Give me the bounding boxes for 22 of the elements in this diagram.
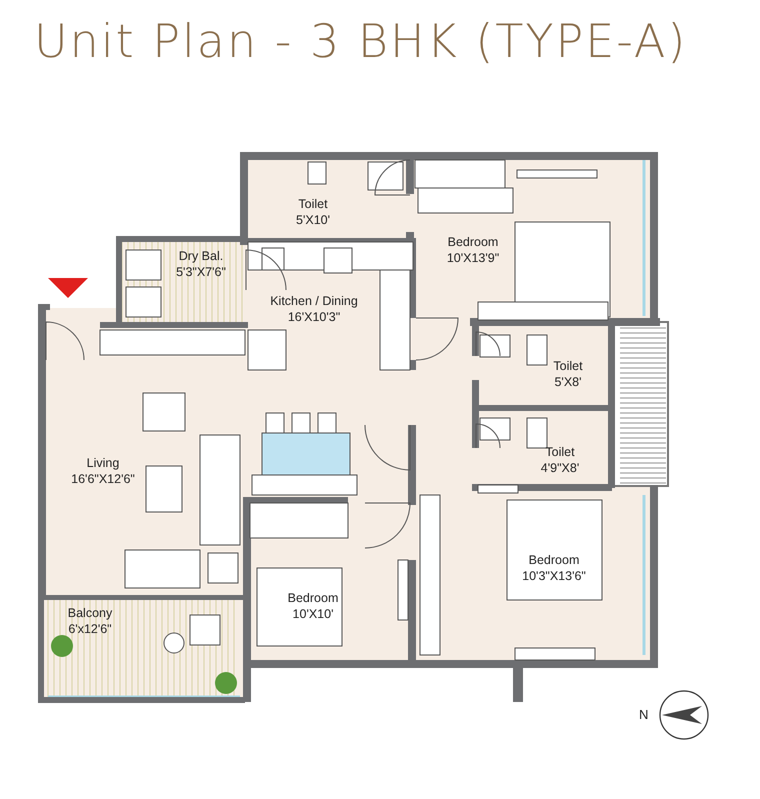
room-dimension: 6'x12'6" — [68, 621, 112, 637]
room-dimension: 10'X13'9" — [446, 250, 500, 266]
room-name: Dry Bal. — [178, 248, 224, 264]
room-dimension: 16'X10'3" — [286, 309, 342, 325]
room-name: Bedroom — [446, 234, 500, 250]
room-name: Bedroom — [288, 590, 338, 606]
room-name: Toilet — [553, 358, 583, 374]
room-name: Living — [86, 455, 120, 471]
room-dimension: 10'3"X13'6" — [522, 568, 586, 584]
room-name: Toilet — [544, 444, 576, 460]
room-dimension: 5'X10' — [296, 212, 330, 228]
room-dimension: 4'9"X8' — [540, 460, 580, 476]
room-name: Bedroom — [528, 552, 580, 568]
room-dimension: 10'X10' — [292, 606, 334, 622]
room-name: Toilet — [297, 196, 329, 212]
plan-title: Unit Plan - 3 BHK (TYPE-A) — [34, 14, 688, 68]
room-dimension: 5'3"X7'6" — [176, 264, 226, 280]
room-name: Balcony — [68, 605, 112, 621]
room-dimension: 16'6"X12'6" — [71, 471, 135, 487]
room-dimension: 5'X8' — [553, 374, 582, 390]
north-label: N — [639, 707, 648, 722]
room-name: Kitchen / Dining — [270, 293, 358, 309]
